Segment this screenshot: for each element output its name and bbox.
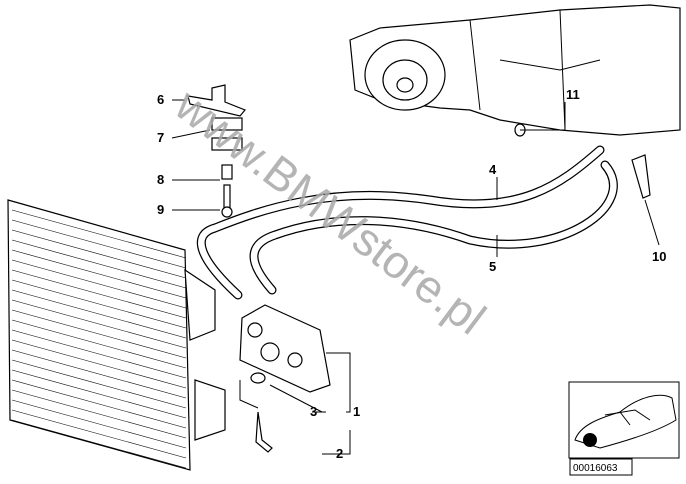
radiator-fin <box>11 239 187 289</box>
radiator-fin <box>11 399 187 449</box>
callout-1[interactable]: 1 <box>353 404 360 419</box>
callout-9[interactable]: 9 <box>157 202 164 217</box>
callout-4[interactable]: 4 <box>489 162 497 177</box>
radiator-fin <box>11 319 187 369</box>
radiator-fin <box>11 229 187 279</box>
image-code: 00016063 <box>573 463 618 474</box>
callout-2[interactable]: 2 <box>336 446 343 461</box>
radiator-fin <box>11 349 187 399</box>
radiator-fin <box>11 369 187 419</box>
radiator-fin <box>11 359 187 409</box>
radiator-fin <box>11 409 187 459</box>
radiator <box>7 199 226 471</box>
radiator-fin <box>11 249 187 299</box>
callout-11[interactable]: 11 <box>566 87 580 102</box>
oil-cooler-lines <box>196 145 618 300</box>
radiator-fin <box>11 269 187 319</box>
radiator-fin <box>11 299 187 349</box>
radiator-fin <box>11 389 187 439</box>
radiator-fin <box>11 209 187 259</box>
callout-8[interactable]: 8 <box>157 172 164 187</box>
radiator-fin <box>11 289 187 339</box>
callout-10[interactable]: 10 <box>652 249 666 264</box>
location-marker <box>583 433 597 447</box>
callout-5[interactable]: 5 <box>489 259 496 274</box>
radiator-fin <box>11 339 187 389</box>
radiator-fin <box>11 219 187 269</box>
radiator-fin <box>11 379 187 429</box>
callout-7[interactable]: 7 <box>157 130 164 145</box>
leader-lines <box>171 99 660 455</box>
transmission <box>349 4 681 136</box>
vehicle-location-inset: 00016063 <box>568 381 680 476</box>
callout-6[interactable]: 6 <box>157 92 164 107</box>
small-parts <box>187 84 651 453</box>
radiator-fin <box>11 309 187 359</box>
callout-3[interactable]: 3 <box>310 404 317 419</box>
radiator-fin <box>11 419 187 469</box>
oil-cooler <box>239 304 331 393</box>
radiator-fin <box>11 259 187 309</box>
radiator-fin <box>11 279 187 329</box>
radiator-fin <box>11 329 187 379</box>
